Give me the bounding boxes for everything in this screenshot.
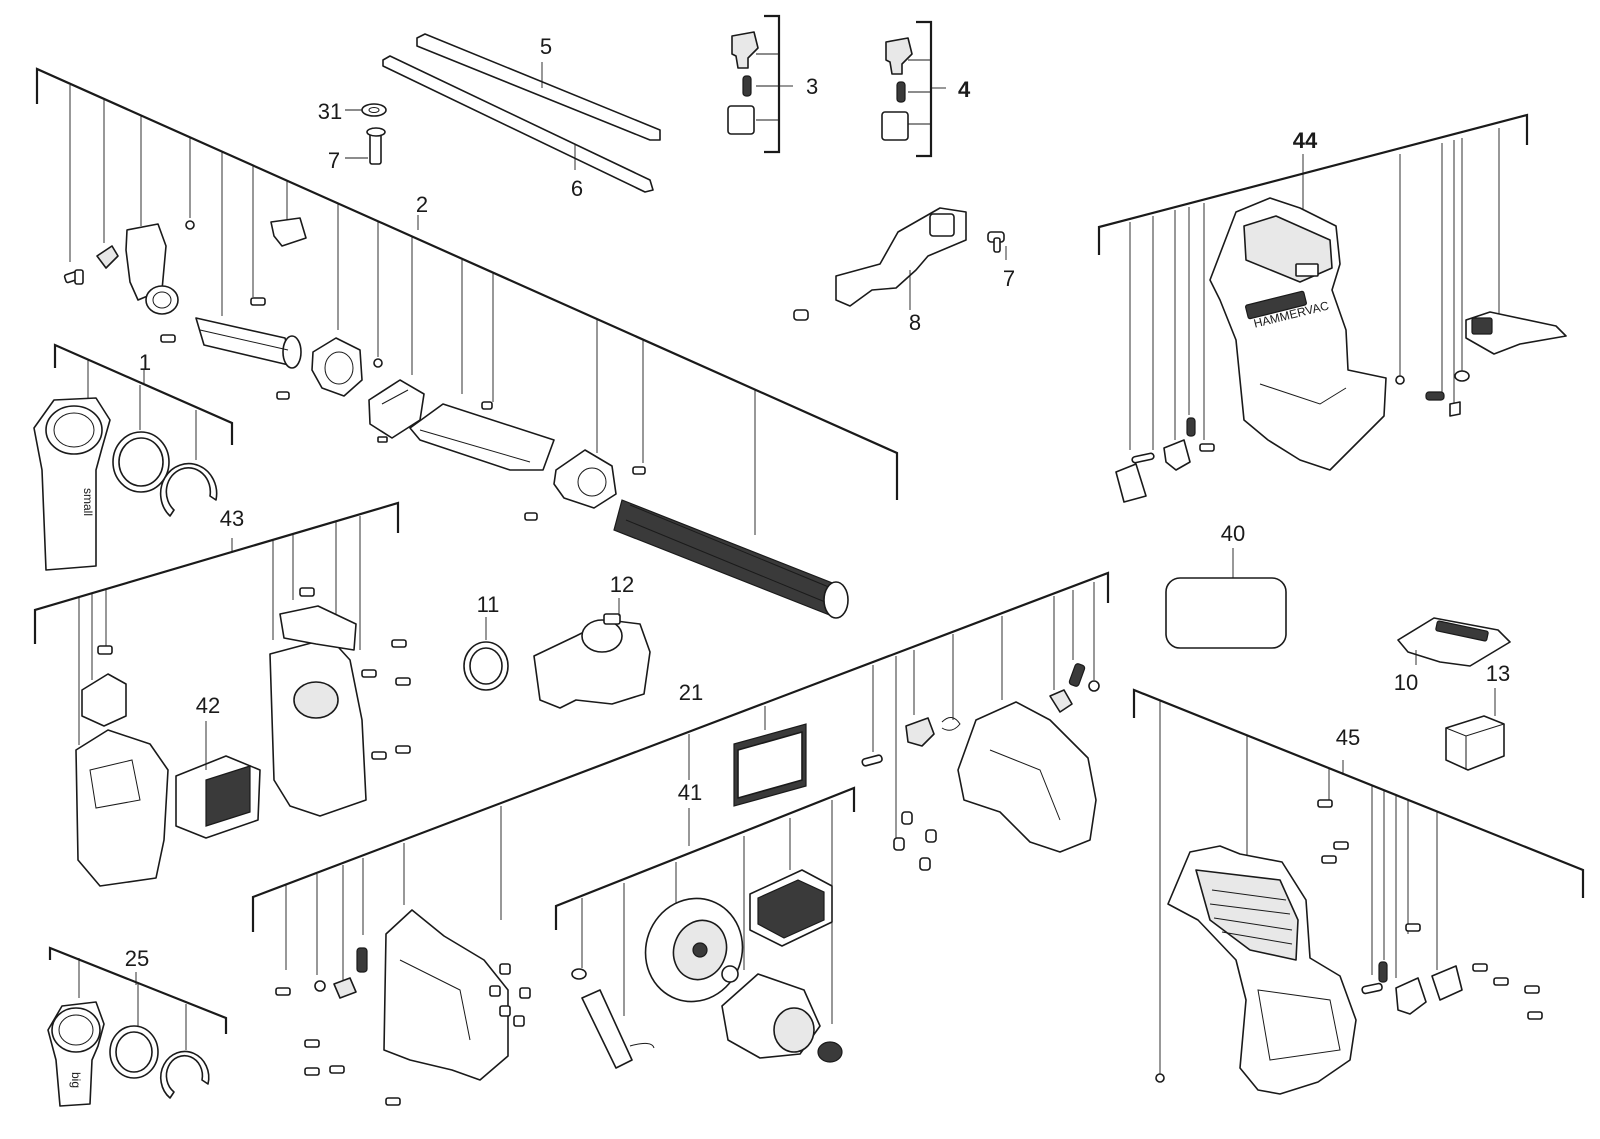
label-part-7-pin: 7	[328, 148, 340, 173]
assembly-2-group	[35, 67, 899, 619]
small-extractor-icon: small	[33, 397, 111, 571]
washer-31-icon	[361, 103, 387, 117]
clip-set-3-group	[727, 14, 793, 154]
snap-ring-icon	[159, 462, 218, 517]
o-ring-11-icon	[463, 641, 509, 691]
screw-icon	[63, 269, 84, 285]
label-part-2: 2	[416, 192, 428, 217]
collar-icon	[311, 337, 363, 397]
screw-7-icon	[987, 231, 1005, 253]
label-part-25: 25	[125, 946, 149, 971]
clip-set-4-group	[881, 20, 946, 158]
label-part-42: 42	[196, 693, 220, 718]
latch-block-icon	[81, 673, 127, 727]
label-part-8: 8	[909, 310, 921, 335]
label-part-3: 3	[806, 74, 818, 99]
bracket-icon	[270, 217, 307, 247]
screw-icon	[97, 587, 315, 655]
clamp-bracket-icon	[125, 223, 179, 315]
spring-icon	[356, 947, 368, 973]
motor-icon	[721, 965, 821, 1059]
pin-7-icon	[366, 127, 386, 165]
dust-cap-icon	[1465, 311, 1567, 355]
mesh-filter-icon	[733, 723, 807, 807]
big-extractor-icon: big	[47, 1001, 105, 1107]
seal-ring-icon	[109, 1025, 159, 1079]
snap-ring-icon	[159, 1050, 210, 1099]
small-marking-label: small	[81, 488, 95, 516]
lever-8-icon	[793, 207, 967, 321]
latch-icon	[96, 245, 119, 269]
assembly-44-group: HAMMERVAC	[1097, 113, 1567, 503]
label-part-1: 1	[139, 350, 151, 375]
nut-icon	[373, 358, 383, 368]
label-part-43: 43	[220, 506, 244, 531]
nozzle-12-icon	[533, 613, 651, 709]
fan-wheel-icon	[644, 897, 744, 1003]
big-marking-label: big	[69, 1072, 83, 1088]
switch-icon	[1049, 663, 1100, 713]
small-parts-icon	[1361, 961, 1463, 1015]
strip-5-icon	[416, 33, 661, 141]
bellows-hose-icon	[613, 499, 849, 619]
callout-labels: 1 2 3 4 5 6 7 7 8 10 11 12 13 21 25 31 4…	[125, 34, 1510, 971]
small-parts-icon	[1115, 370, 1470, 503]
label-part-31: 31	[318, 99, 342, 124]
seal-ring-icon	[112, 431, 170, 493]
small-parts-icon	[275, 963, 531, 1106]
label-part-21: 21	[679, 680, 703, 705]
gasket-40-icon	[1165, 577, 1287, 649]
label-part-45: 45	[1336, 725, 1360, 750]
tube-icon	[195, 317, 302, 369]
nut-icon	[185, 220, 195, 230]
screw-icon	[1155, 799, 1543, 1083]
label-part-5: 5	[540, 34, 552, 59]
front-housing-icon	[75, 729, 169, 887]
assembly-41-group	[554, 786, 856, 1069]
pin-icon	[861, 754, 883, 767]
trigger-icon	[905, 717, 961, 747]
assembly-1-group: small	[33, 343, 234, 571]
screw-icon	[160, 297, 290, 400]
screw-icon	[361, 639, 411, 760]
pad-13-icon	[1445, 715, 1505, 771]
collar-icon	[553, 449, 617, 509]
assembly-21-group	[251, 571, 1110, 1106]
rollers-icon	[893, 811, 937, 871]
label-part-13: 13	[1486, 661, 1510, 686]
screw-icon	[377, 401, 646, 521]
label-part-40: 40	[1221, 521, 1245, 546]
label-part-7-screw: 7	[1003, 266, 1015, 291]
rear-housing-icon	[269, 637, 367, 817]
gear-housing-icon	[383, 909, 509, 1081]
hepa-filter-icon	[749, 869, 833, 947]
label-part-44: 44	[1293, 128, 1318, 153]
label-part-10: 10	[1394, 670, 1418, 695]
assembly-25-group: big	[47, 946, 228, 1107]
motor-housing-icon	[957, 701, 1097, 853]
assembly-43-group	[33, 501, 411, 887]
base-housing-icon	[1167, 845, 1357, 1095]
shaft-icon	[571, 968, 655, 1069]
main-housing-icon: HAMMERVAC	[1209, 197, 1387, 471]
channel-icon	[409, 403, 555, 471]
label-part-41: 41	[678, 780, 702, 805]
strip-6-icon	[382, 55, 654, 193]
label-part-11: 11	[477, 592, 500, 617]
label-part-6: 6	[571, 176, 583, 201]
label-part-12: 12	[610, 572, 634, 597]
battery-cover-10-icon	[1397, 617, 1511, 667]
filter-box-42-icon	[175, 755, 261, 839]
grommet-icon	[817, 1041, 843, 1063]
cover-plate-icon	[279, 605, 357, 651]
label-part-4: 4	[958, 77, 971, 102]
assembly-45-group	[1132, 688, 1585, 1095]
